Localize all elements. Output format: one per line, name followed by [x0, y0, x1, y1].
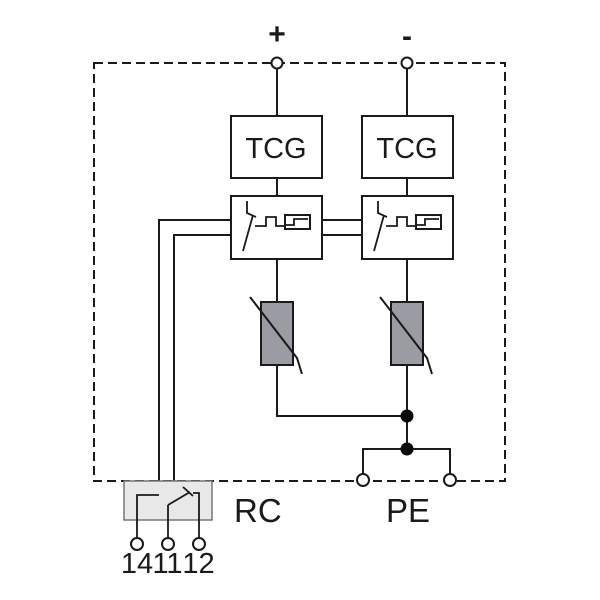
disconnector-right-box — [361, 195, 454, 260]
terminal-circles — [130, 56, 457, 551]
terminal-circle-minus — [400, 56, 414, 70]
contact-blade-tick — [182, 486, 194, 497]
device-enclosure-dashed-border — [93, 62, 506, 482]
varistor-icon-right — [379, 296, 433, 375]
terminal-circle-14 — [130, 537, 144, 551]
terminal-circle-pe-left — [356, 473, 370, 487]
tcg-right-label: TCG — [376, 133, 437, 165]
junction-dot-varistor-bus — [400, 409, 414, 423]
changeover-contact-icon — [136, 486, 200, 538]
contact-blade — [167, 491, 191, 506]
watermark-shield-inner-line — [214, 210, 386, 437]
terminal-circle-plus — [270, 56, 284, 70]
terminal-11-label: 11 — [152, 548, 182, 580]
contact-12-lead — [193, 492, 200, 538]
labels: + - TCG TCG RC PE 14 11 12 — [121, 18, 438, 580]
disconnect-indicator-box — [415, 214, 442, 230]
terminal-circle-11 — [161, 537, 175, 551]
varistor-strike-line — [249, 296, 303, 375]
disconnect-pulse-wave — [255, 216, 285, 227]
circuit: + - TCG TCG RC PE 14 11 12 — [93, 18, 506, 580]
junction-dot-pe-branch — [400, 442, 414, 456]
tcg-left-label: TCG — [245, 133, 306, 165]
contact-14-lead — [136, 494, 159, 538]
plus-terminal-label: + — [268, 18, 286, 51]
pe-label: PE — [386, 492, 430, 529]
disconnect-switch-blade — [373, 201, 388, 252]
rc-label: RC — [234, 492, 282, 529]
watermark-ornament-left — [192, 358, 234, 391]
left-varistor-bottom-lead — [276, 365, 407, 417]
minus-terminal-label: - — [402, 20, 412, 53]
disconnect-pulse-wave — [386, 216, 416, 227]
thermal-disconnect-icon-left — [242, 201, 311, 252]
disconnect-indicator-step — [286, 218, 308, 226]
junction-dots — [400, 409, 414, 456]
disconnector-left-box — [230, 195, 323, 260]
disconnect-switch-blade — [242, 201, 257, 252]
terminal-14-label: 14 — [121, 548, 153, 580]
rc-signal-line-outer — [158, 219, 231, 495]
watermark-fill-shapes: EZETEK Є — [194, 122, 405, 466]
terminal-12-label: 12 — [182, 548, 214, 580]
varistor-icon-left — [249, 296, 303, 375]
terminal-circle-12 — [192, 537, 206, 551]
disconnect-indicator-step — [417, 218, 439, 226]
watermark-shield-point — [284, 438, 316, 466]
rc-signal-line-inner — [173, 234, 231, 492]
varistor-strike-line — [379, 296, 433, 375]
disconnect-indicator-box — [284, 214, 311, 230]
thermal-disconnect-icon-right — [373, 201, 442, 252]
terminal-circle-pe-right — [443, 473, 457, 487]
watermark: EZETEK Є — [192, 122, 405, 466]
